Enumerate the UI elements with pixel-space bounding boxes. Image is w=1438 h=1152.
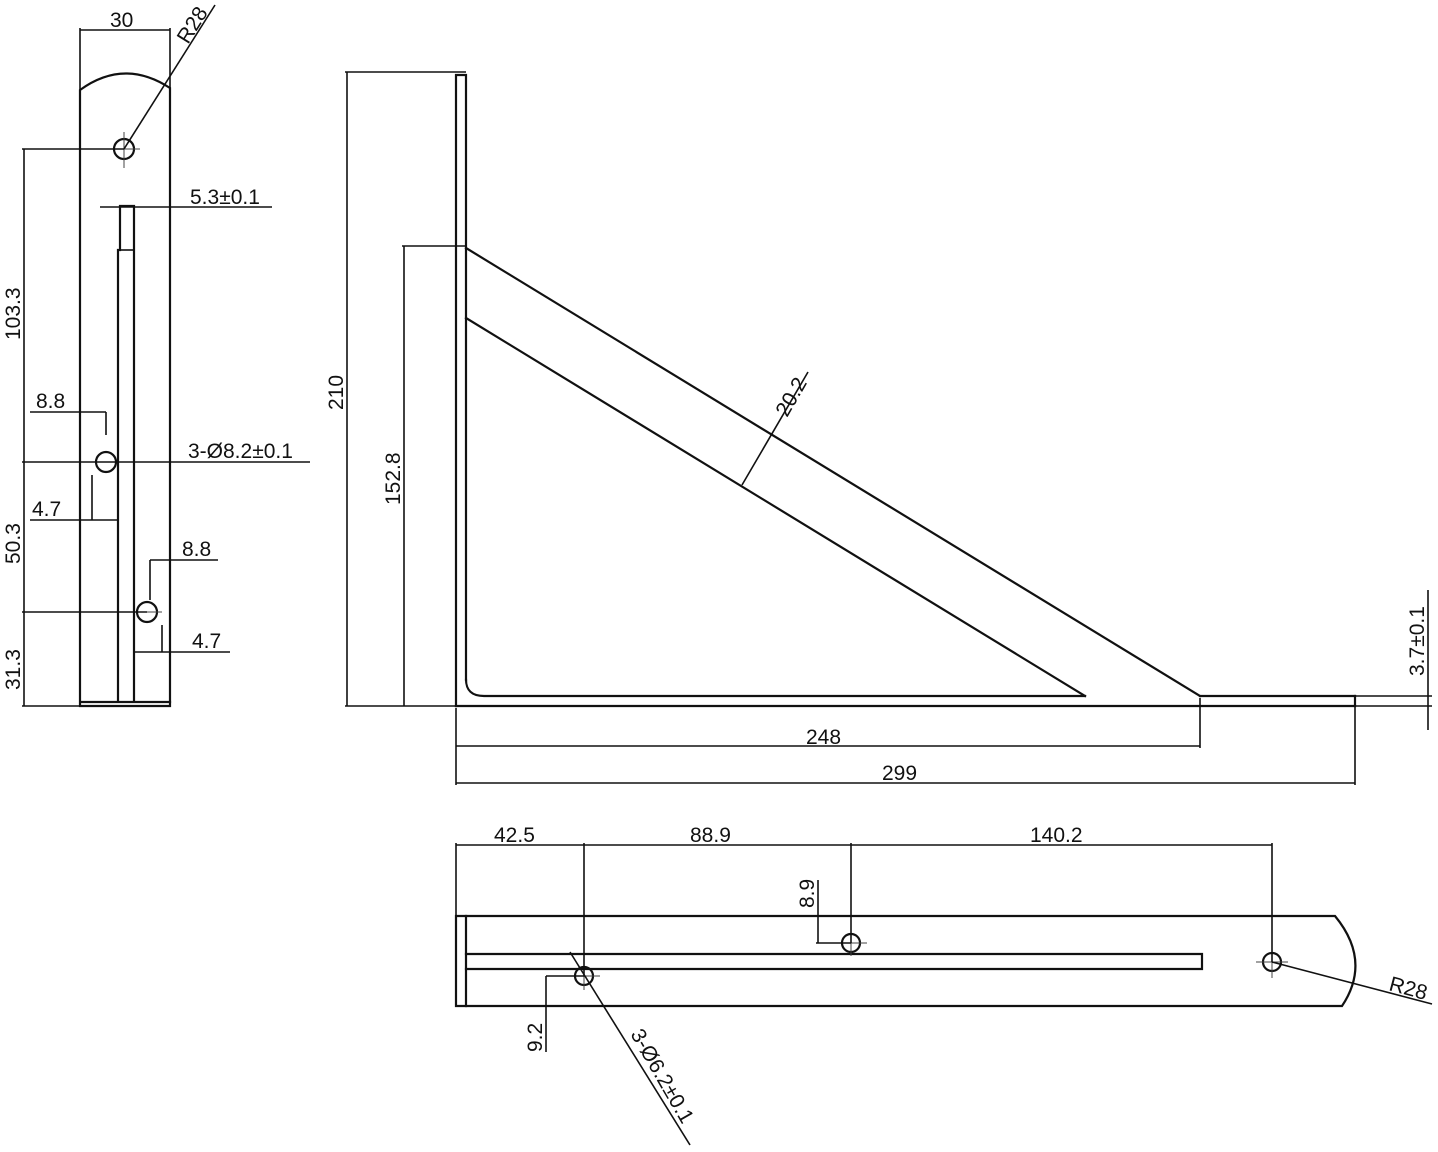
- dim-leader-r28-side: [123, 4, 216, 150]
- side-view-slot: [116, 204, 136, 702]
- dim-label-248: 248: [806, 726, 841, 749]
- front-view-arm: [464, 678, 1087, 698]
- dim-label-42-5: 42.5: [494, 824, 535, 847]
- side-view-outline: [78, 72, 172, 708]
- dim-label-hole-spec-top: 3-Ø6.2±0.1: [626, 1025, 698, 1127]
- dim-label-radius-side: R28: [173, 3, 213, 48]
- dim-label-8-8-lower: 8.8: [182, 538, 211, 561]
- front-view-vertical-bar: [454, 73, 468, 708]
- dim-label-299: 299: [882, 762, 917, 785]
- dim-label-152-8: 152.8: [382, 452, 405, 505]
- dim-label-50-3: 50.3: [2, 523, 25, 564]
- front-view-brace-lower: [464, 316, 1087, 698]
- top-view: 42.5 88.9 140.2 8.9 9.2 3-Ø6.2±0.1 R28: [454, 824, 1433, 1146]
- top-view-slot: [464, 952, 1204, 971]
- dim-label-210: 210: [325, 375, 348, 410]
- dim-label-8-9: 8.9: [796, 879, 819, 908]
- dim-label-hole-spec-side: 3-Ø8.2±0.1: [188, 440, 293, 463]
- front-view-brace-upper: [464, 246, 1202, 698]
- dim-label-width: 30: [110, 9, 133, 32]
- side-view: 30 R28 5.3±0.1 103.3 8.8 3-Ø8.2±0.1 4.7 …: [2, 3, 310, 708]
- dim-label-31-3: 31.3: [2, 649, 25, 690]
- dim-label-8-8-upper: 8.8: [36, 390, 65, 413]
- dim-label-4-7-lower: 4.7: [192, 630, 221, 653]
- dim-label-88-9: 88.9: [690, 824, 731, 847]
- dim-label-slot-width: 5.3±0.1: [190, 186, 260, 209]
- side-view-hole-top: [110, 132, 140, 168]
- dim-label-20-2: 20.2: [771, 374, 811, 421]
- dim-label-9-2: 9.2: [524, 1023, 547, 1052]
- dim-label-radius-top: R28: [1387, 973, 1430, 1005]
- dim-leader-hole-spec-top: [569, 951, 691, 1146]
- dim-label-140-2: 140.2: [1030, 824, 1083, 847]
- dim-label-4-7-upper: 4.7: [32, 498, 61, 521]
- dim-leader-r28-top: [1271, 961, 1433, 1005]
- top-view-outline: [454, 914, 1357, 1008]
- dim-line-20-2: [741, 371, 809, 486]
- dim-label-3-7: 3.7±0.1: [1406, 606, 1429, 676]
- front-view: 210 152.8 20.2 3.7±0.1 248 299: [325, 71, 1432, 785]
- dim-label-103-3: 103.3: [2, 287, 25, 340]
